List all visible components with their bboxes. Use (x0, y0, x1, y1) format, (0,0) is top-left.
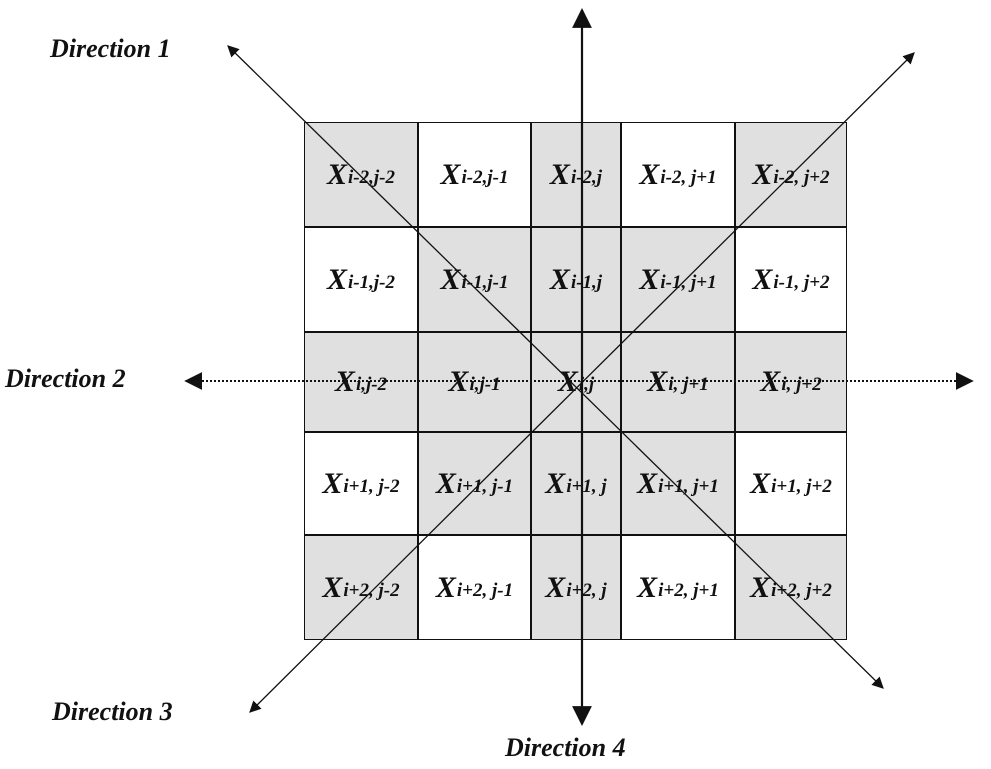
direction-4-label: Direction 4 (505, 733, 626, 762)
direction-1-axis (227, 45, 884, 689)
direction-3-axis (249, 52, 915, 713)
direction-2-label: Direction 2 (5, 364, 126, 393)
direction-3-label: Direction 3 (52, 697, 173, 726)
direction-1-label: Direction 1 (50, 34, 171, 63)
